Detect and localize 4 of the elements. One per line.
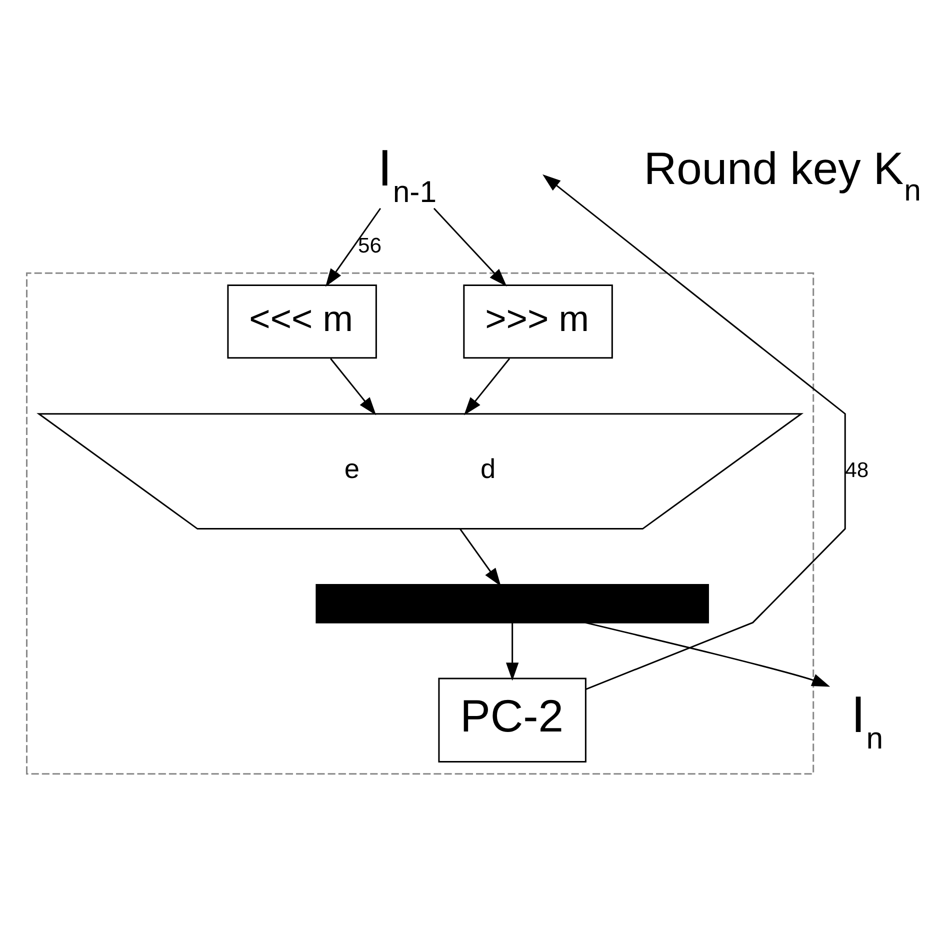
node-text: I$_{n}$	[851, 684, 884, 756]
edge-label: 56	[358, 234, 382, 258]
label: Round key K$_{n}$	[644, 142, 921, 208]
node-text: I$_{n-1}$	[378, 138, 437, 210]
